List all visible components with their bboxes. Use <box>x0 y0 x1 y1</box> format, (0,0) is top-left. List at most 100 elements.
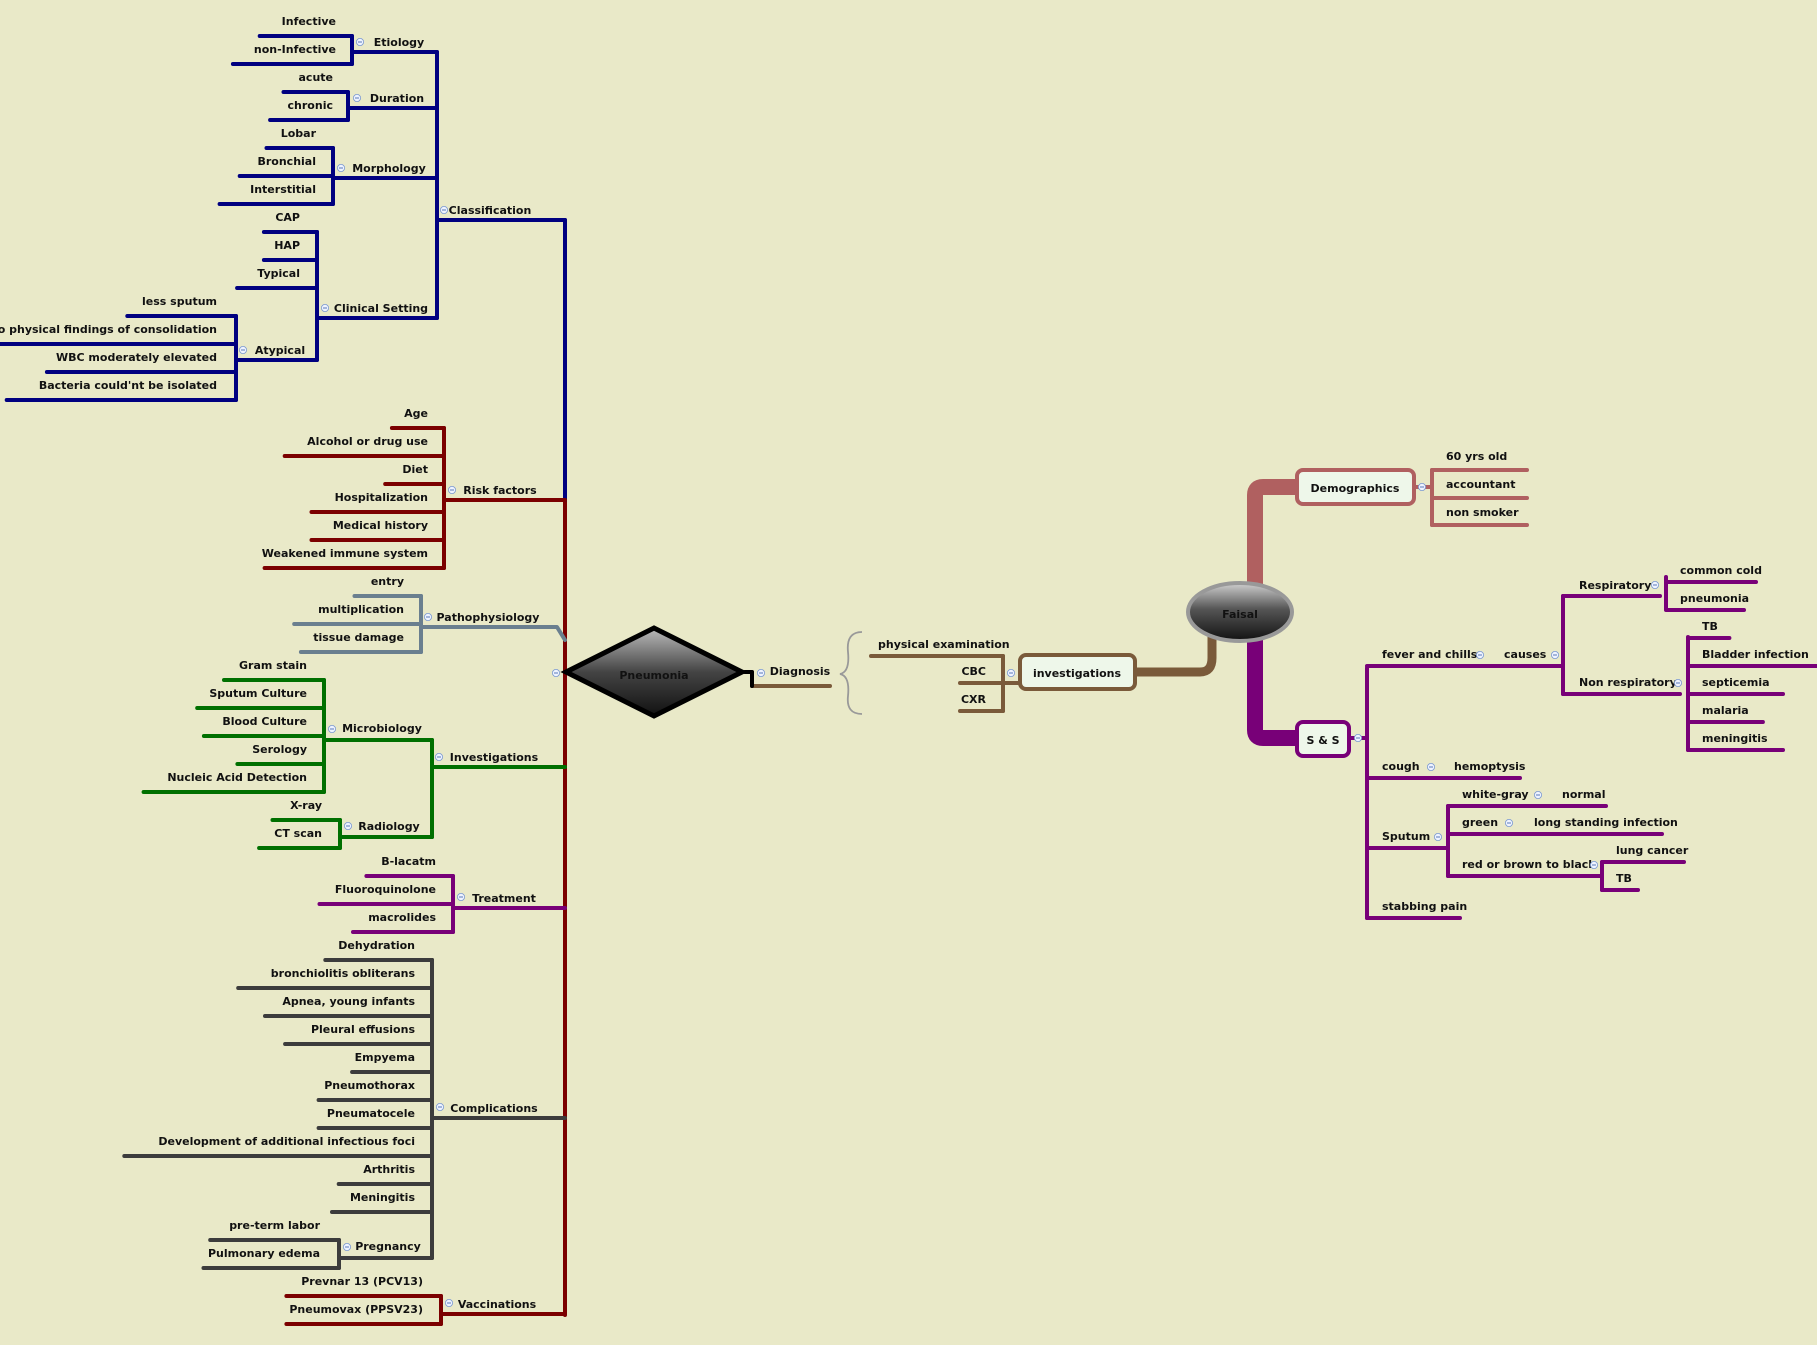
node-meningitis[interactable]: meningitis <box>1702 732 1768 745</box>
diagnosis-cxr[interactable]: CXR <box>961 693 987 706</box>
node-empyema[interactable]: Empyema <box>355 1051 415 1064</box>
demographic-item[interactable]: 60 yrs old <box>1446 450 1507 463</box>
node-meningitis[interactable]: Meningitis <box>350 1191 416 1204</box>
node-bronchial[interactable]: Bronchial <box>257 155 316 168</box>
node-arthritis[interactable]: Arthritis <box>363 1163 415 1176</box>
node-interstitial[interactable]: Interstitial <box>250 183 316 196</box>
investigations-node-box[interactable] <box>1018 653 1137 691</box>
node-malaria[interactable]: malaria <box>1702 704 1749 717</box>
node-chronic[interactable]: chronic <box>288 99 333 112</box>
node-prevnar-13-pcv13[interactable]: Prevnar 13 (PCV13) <box>301 1275 423 1288</box>
node-normal[interactable]: normal <box>1562 788 1605 801</box>
node-pneumonia[interactable]: pneumonia <box>1680 592 1749 605</box>
demographic-item[interactable]: non smoker <box>1446 506 1519 519</box>
branch-pathophysiology[interactable]: Pathophysiology <box>437 611 540 624</box>
node-multiplication[interactable]: multiplication <box>318 603 404 616</box>
node-diet[interactable]: Diet <box>402 463 428 476</box>
node-weakened-immune-system[interactable]: Weakened immune system <box>262 547 428 560</box>
node-cap[interactable]: CAP <box>275 211 300 224</box>
branch-classification[interactable]: Classification <box>449 204 532 217</box>
node-pneumothorax[interactable]: Pneumothorax <box>324 1079 415 1092</box>
ss-node-label[interactable]: S & S <box>1306 734 1339 747</box>
node-atypical[interactable]: Atypical <box>255 344 305 357</box>
branch-vaccinations[interactable]: Vaccinations <box>458 1298 537 1311</box>
node-no-physical-findings-of-consolidation[interactable]: No physical findings of consolidation <box>0 323 217 336</box>
branch-investigations[interactable]: Investigations <box>450 751 539 764</box>
node-less-sputum[interactable]: less sputum <box>142 295 217 308</box>
diagnosis-label[interactable]: Diagnosis <box>770 665 831 678</box>
demographics-node-label[interactable]: Demographics <box>1311 482 1400 495</box>
node-fever-and-chills[interactable]: fever and chills <box>1382 648 1478 661</box>
central-topic-label[interactable]: Pneumonia <box>619 669 688 682</box>
node-blood-culture[interactable]: Blood Culture <box>222 715 307 728</box>
node-tissue-damage[interactable]: tissue damage <box>313 631 404 644</box>
node-ct-scan[interactable]: CT scan <box>274 827 322 840</box>
node-septicemia[interactable]: septicemia <box>1702 676 1770 689</box>
ss-node-box[interactable] <box>1295 720 1351 758</box>
node-typical[interactable]: Typical <box>257 267 300 280</box>
node-development-of-additional-infectious-foci[interactable]: Development of additional infectious foc… <box>158 1135 415 1148</box>
node-pleural-effusions[interactable]: Pleural effusions <box>311 1023 415 1036</box>
node-cough[interactable]: cough <box>1382 760 1420 773</box>
node-bronchiolitis-obliterans[interactable]: bronchiolitis obliterans <box>271 967 416 980</box>
node-fluoroquinolone[interactable]: Fluoroquinolone <box>335 883 436 896</box>
node-microbiology[interactable]: Microbiology <box>342 722 422 735</box>
node-pneumatocele[interactable]: Pneumatocele <box>327 1107 415 1120</box>
node-pulmonary-edema[interactable]: Pulmonary edema <box>208 1247 320 1260</box>
node-stabbing-pain[interactable]: stabbing pain <box>1382 900 1467 913</box>
node-non-respiratory[interactable]: Non respiratory <box>1579 676 1677 689</box>
node-tb[interactable]: TB <box>1702 620 1718 633</box>
patient-node-shape[interactable] <box>1186 581 1294 643</box>
node-bacteria-could-nt-be-isolated[interactable]: Bacteria could'nt be isolated <box>39 379 217 392</box>
node-lobar[interactable]: Lobar <box>281 127 317 140</box>
node-b-lacatm[interactable]: B-lacatm <box>381 855 436 868</box>
central-topic-shape[interactable] <box>560 625 748 719</box>
node-causes[interactable]: causes <box>1504 648 1547 661</box>
node-pregnancy[interactable]: Pregnancy <box>355 1240 421 1253</box>
node-hospitalization[interactable]: Hospitalization <box>335 491 428 504</box>
node-acute[interactable]: acute <box>299 71 334 84</box>
node-apnea-young-infants[interactable]: Apnea, young infants <box>282 995 415 1008</box>
demographics-node-box[interactable] <box>1295 468 1416 506</box>
node-non-infective[interactable]: non-Infective <box>254 43 336 56</box>
node-tb[interactable]: TB <box>1616 872 1632 885</box>
node-alcohol-or-drug-use[interactable]: Alcohol or drug use <box>307 435 428 448</box>
node-age[interactable]: Age <box>404 407 428 420</box>
node-clinical-setting[interactable]: Clinical Setting <box>334 302 428 315</box>
patient-node-label[interactable]: Faisal <box>1222 608 1258 621</box>
node-common-cold[interactable]: common cold <box>1680 564 1762 577</box>
node-sputum-culture[interactable]: Sputum Culture <box>209 687 307 700</box>
node-green[interactable]: green <box>1462 816 1498 829</box>
demographic-item[interactable]: accountant <box>1446 478 1515 491</box>
node-nucleic-acid-detection[interactable]: Nucleic Acid Detection <box>167 771 307 784</box>
investigations-node-label[interactable]: investigations <box>1033 667 1122 680</box>
branch-risk-factors[interactable]: Risk factors <box>463 484 537 497</box>
node-serology[interactable]: Serology <box>252 743 307 756</box>
node-hap[interactable]: HAP <box>274 239 300 252</box>
node-duration[interactable]: Duration <box>370 92 424 105</box>
node-bladder-infection[interactable]: Bladder infection <box>1702 648 1809 661</box>
node-medical-history[interactable]: Medical history <box>333 519 428 532</box>
node-pneumovax-ppsv23[interactable]: Pneumovax (PPSV23) <box>289 1303 423 1316</box>
branch-complications[interactable]: Complications <box>450 1102 538 1115</box>
node-sputum[interactable]: Sputum <box>1382 830 1430 843</box>
node-morphology[interactable]: Morphology <box>352 162 426 175</box>
node-etiology[interactable]: Etiology <box>374 36 424 49</box>
node-respiratory[interactable]: Respiratory <box>1579 579 1651 592</box>
branch-treatment[interactable]: Treatment <box>472 892 536 905</box>
diagnosis-physical-exam[interactable]: physical examination <box>878 638 1010 651</box>
node-long-standing-infection[interactable]: long standing infection <box>1534 816 1678 829</box>
node-hemoptysis[interactable]: hemoptysis <box>1454 760 1526 773</box>
node-dehydration[interactable]: Dehydration <box>338 939 415 952</box>
node-pre-term-labor[interactable]: pre-term labor <box>229 1219 320 1232</box>
node-macrolides[interactable]: macrolides <box>368 911 436 924</box>
diagnosis-cbc[interactable]: CBC <box>961 665 986 678</box>
node-infective[interactable]: Infective <box>282 15 336 28</box>
node-white-gray[interactable]: white-gray <box>1462 788 1529 801</box>
node-x-ray[interactable]: X-ray <box>290 799 322 812</box>
node-radiology[interactable]: Radiology <box>358 820 419 833</box>
node-wbc-moderately-elevated[interactable]: WBC moderately elevated <box>56 351 217 364</box>
node-gram-stain[interactable]: Gram stain <box>239 659 307 672</box>
node-entry[interactable]: entry <box>371 575 404 588</box>
node-lung-cancer[interactable]: lung cancer <box>1616 844 1689 857</box>
